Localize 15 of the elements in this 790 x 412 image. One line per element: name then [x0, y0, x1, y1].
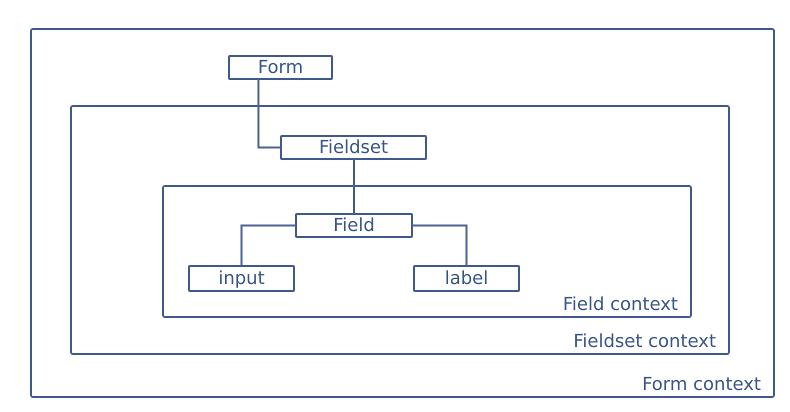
context-frame: [30, 28, 775, 398]
connector-line: [257, 80, 280, 148]
context-frame: [162, 185, 692, 318]
context-frame: [70, 105, 730, 355]
component-box: input: [188, 265, 295, 292]
context-label: Field context: [562, 296, 678, 314]
component-box: Fieldset: [280, 135, 427, 160]
component-box: label: [413, 265, 520, 292]
context-label: Form context: [642, 376, 761, 394]
component-box: Field: [295, 213, 413, 238]
context-label: Fieldset context: [573, 333, 716, 351]
connector-line: [240, 224, 295, 265]
connector-line: [353, 160, 355, 213]
connector-line: [413, 224, 468, 265]
component-box: Form: [228, 55, 333, 80]
